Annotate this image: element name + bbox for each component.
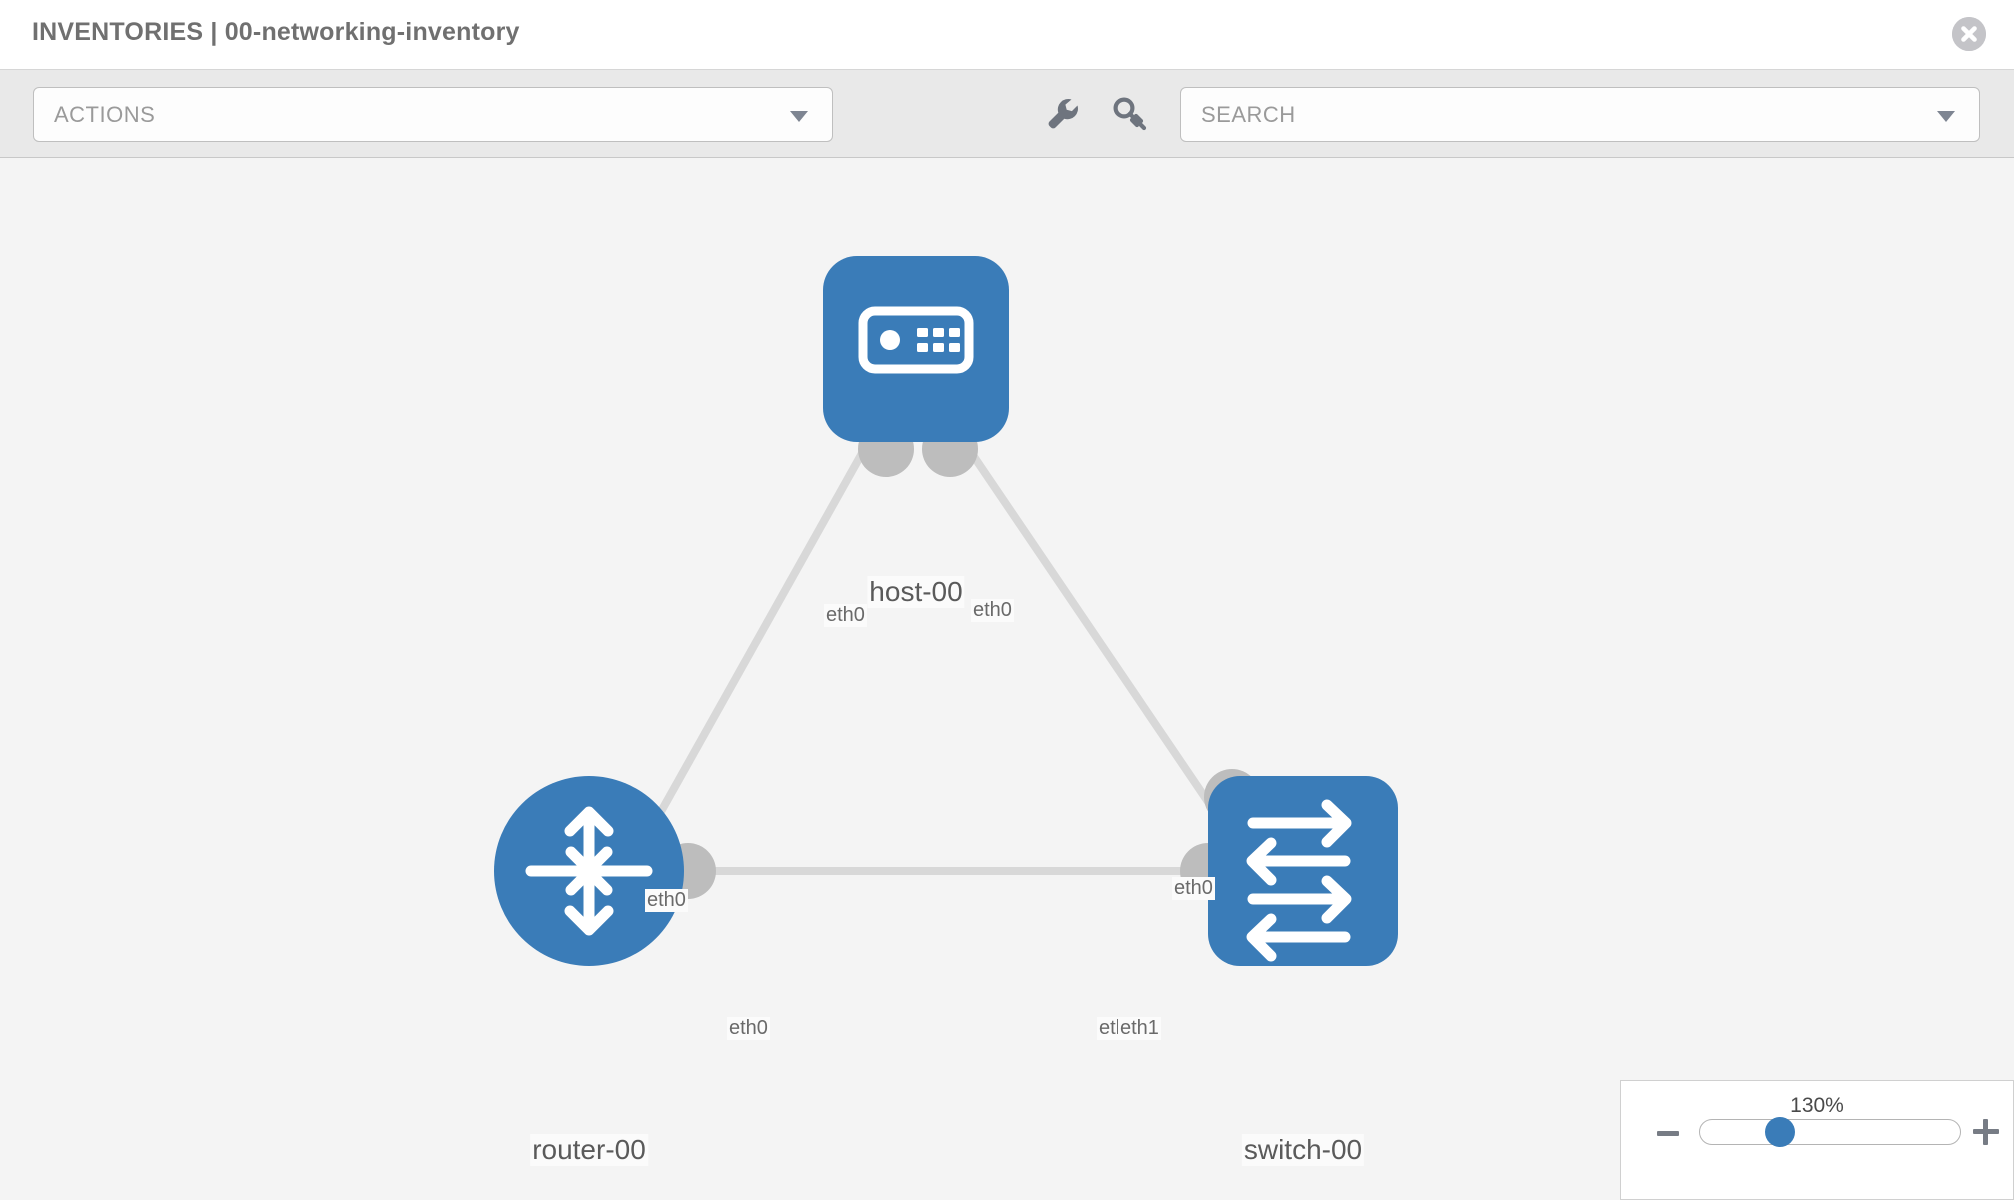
link-host-switch	[958, 436, 1244, 852]
swap-arrows-icon	[1246, 799, 1352, 962]
actions-dropdown[interactable]: ACTIONS	[33, 87, 833, 142]
iface-label-switch-uplink: eth0	[1172, 877, 1215, 900]
topology-canvas[interactable]: host-00 router-00 switch-00 eth0 eth0 et…	[0, 159, 2014, 1200]
topology-graph	[494, 256, 1398, 966]
node-router-00[interactable]	[494, 776, 684, 966]
four-arrows-icon	[525, 806, 653, 936]
node-label-switch-00: switch-00	[1241, 1134, 1365, 1166]
zoom-slider-thumb[interactable]	[1765, 1117, 1795, 1147]
close-icon[interactable]	[1952, 17, 1986, 51]
iface-label-switch-eth1: eth1	[1118, 1017, 1161, 1040]
node-label-host-00: host-00	[867, 576, 965, 608]
toolbar: ACTIONS SEARCH	[0, 70, 2014, 158]
zoom-control-panel: 130%	[1620, 1080, 2014, 1200]
link-host-router	[636, 437, 874, 851]
page-title: INVENTORIES | 00-networking-inventory	[32, 18, 520, 46]
page-header: INVENTORIES | 00-networking-inventory	[0, 0, 2014, 70]
zoom-slider-track[interactable]	[1699, 1119, 1961, 1145]
search-placeholder: SEARCH	[1201, 102, 1296, 127]
iface-label-host-right: eth0	[971, 599, 1014, 622]
zoom-out-button[interactable]	[1657, 1131, 1679, 1136]
wrench-icon[interactable]	[1040, 92, 1084, 136]
zoom-level-value: 130%	[1790, 1094, 1844, 1117]
search-input[interactable]: SEARCH	[1180, 87, 1980, 142]
chevron-down-icon	[790, 111, 808, 122]
chevron-down-icon[interactable]	[1937, 111, 1955, 122]
key-icon[interactable]	[1108, 92, 1152, 136]
iface-label-router-eth0: eth0	[727, 1017, 770, 1040]
zoom-in-button[interactable]	[1973, 1119, 1999, 1145]
node-label-router-00: router-00	[530, 1134, 648, 1166]
actions-dropdown-label: ACTIONS	[54, 102, 156, 127]
node-switch-00[interactable]	[1208, 776, 1398, 966]
link-endpoint-handles	[578, 421, 1260, 899]
iface-label-host-left: eth0	[824, 604, 867, 627]
server-icon	[858, 306, 974, 374]
iface-label-router-uplink: eth0	[645, 889, 688, 912]
node-host-00[interactable]	[823, 256, 1009, 442]
